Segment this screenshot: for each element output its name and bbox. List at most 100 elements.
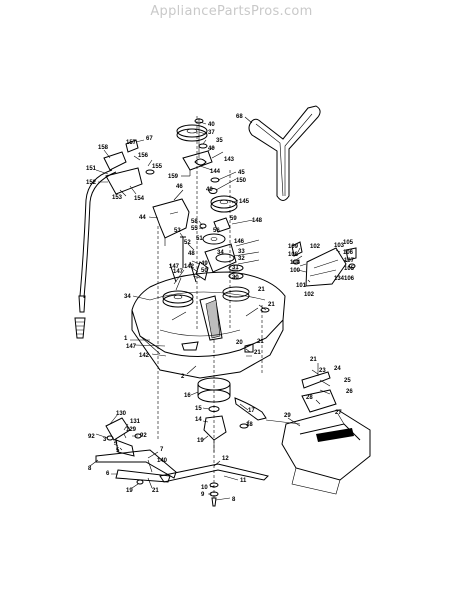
callout-label: 109 (288, 244, 299, 250)
callout-label: 68 (236, 114, 243, 120)
callout-label: 21 (310, 357, 317, 363)
callout-label: 153 (112, 195, 123, 201)
callout-label: 147 (173, 269, 184, 275)
callout-label: 154 (134, 196, 145, 202)
callout-label: 102 (310, 244, 321, 250)
callout-label: 11 (240, 478, 247, 484)
callout-label: 9 (201, 492, 205, 498)
callout-label: 21 (254, 350, 261, 356)
mower-deck-housing (131, 271, 286, 379)
callout-label: 34 (124, 294, 131, 300)
callout-label: 17 (248, 408, 255, 414)
belt-guard-bracket (152, 198, 190, 246)
callout-label: 131 (130, 419, 141, 425)
callout-label: 34 (217, 250, 224, 256)
callout-label: 5 (116, 448, 120, 454)
callout-label: 21 (152, 488, 159, 494)
callout-label: 50 (201, 268, 208, 274)
callout-label: 4 (114, 440, 118, 446)
callout-label: 104 (290, 260, 301, 266)
callout-label: 143 (224, 157, 235, 163)
callout-label: 156 (138, 153, 149, 159)
callout-label: 158 (98, 145, 109, 151)
callout-label: 102 (304, 292, 315, 298)
callout-label: 56 (213, 228, 220, 234)
callout-label: 12 (222, 456, 229, 462)
callout-label: 6 (106, 471, 110, 477)
callout-label: 26 (346, 389, 353, 395)
callout-label: 35 (216, 138, 223, 144)
callout-label: 51 (196, 236, 203, 242)
callout-label: 19 (126, 488, 133, 494)
idler-pulley-stack (176, 118, 208, 158)
callout-label: 101 (296, 283, 307, 289)
callout-label: 107 (344, 258, 355, 264)
callout-label: 105 (344, 266, 355, 272)
callout-label: 2 (181, 374, 185, 380)
callout-label: 129 (126, 427, 137, 433)
callout-label: 21 (257, 339, 264, 345)
callout-label: 33 (238, 249, 245, 255)
callout-label: 151 (86, 166, 97, 172)
callout-label: 148 (252, 218, 263, 224)
center-idler-parts (169, 217, 244, 283)
callout-label: 53 (174, 228, 181, 234)
callout-label: 15 (195, 406, 202, 412)
callout-labels: 68 40 37 35 40 143 144 45 150 40 159 145… (86, 114, 355, 503)
lift-cable-assembly (74, 139, 155, 339)
callout-label: 40 (208, 146, 215, 152)
callout-label: 147 (126, 344, 137, 350)
callout-label: 29 (284, 413, 291, 419)
callout-label: 157 (126, 140, 137, 146)
callout-label: 48 (188, 251, 195, 257)
callout-label: 18 (246, 422, 253, 428)
assembly-guide-lines (157, 116, 263, 500)
callout-label: 46 (176, 184, 183, 190)
site-watermark: AppliancePartsPros.com (150, 4, 313, 19)
callout-label: 103 (334, 243, 345, 249)
callout-label: 108 (288, 252, 299, 258)
callout-label: 142 (184, 264, 195, 270)
callout-label: 140 (157, 458, 168, 464)
callout-label: 100 (290, 268, 301, 274)
deck-pulley-2 (208, 177, 238, 213)
callout-label: 155 (152, 164, 163, 170)
callout-label: 159 (168, 174, 179, 180)
callout-label: 16 (184, 393, 191, 399)
callout-label: 92 (140, 433, 147, 439)
discharge-chute (265, 371, 371, 495)
callout-label: 134 (334, 276, 345, 282)
callout-label: 7 (160, 447, 164, 453)
callout-label: 130 (116, 411, 127, 417)
callout-label: 10 (201, 485, 208, 491)
callout-label: 92 (88, 434, 95, 440)
callout-label: 14 (195, 417, 202, 423)
idler-bracket (182, 146, 215, 176)
callout-label: 8 (88, 466, 92, 472)
callout-label: 40 (208, 122, 215, 128)
callout-label: 67 (146, 136, 153, 142)
callout-label: 146 (234, 239, 245, 245)
callout-label: 142 (139, 353, 150, 359)
callout-label: 1 (124, 336, 128, 342)
callout-label: 106 (343, 250, 354, 256)
callout-label: 25 (344, 378, 351, 384)
callout-label: 31 (232, 265, 239, 271)
belt-drawing (248, 105, 321, 201)
callout-label: 32 (238, 256, 245, 262)
callout-label: 23 (319, 368, 326, 374)
callout-label: 44 (139, 215, 146, 221)
callout-label: 20 (236, 340, 243, 346)
callout-label: 21 (268, 302, 275, 308)
callout-label: 30 (232, 275, 239, 281)
callout-label: 19 (197, 438, 204, 444)
callout-label: 58 (191, 219, 198, 225)
callout-label: 40 (206, 187, 213, 193)
left-stabilizer-assembly (95, 417, 177, 485)
callout-label: 52 (184, 240, 191, 246)
callout-label: 3 (103, 437, 107, 443)
callout-label: 28 (306, 395, 313, 401)
callout-label: 152 (86, 180, 97, 186)
